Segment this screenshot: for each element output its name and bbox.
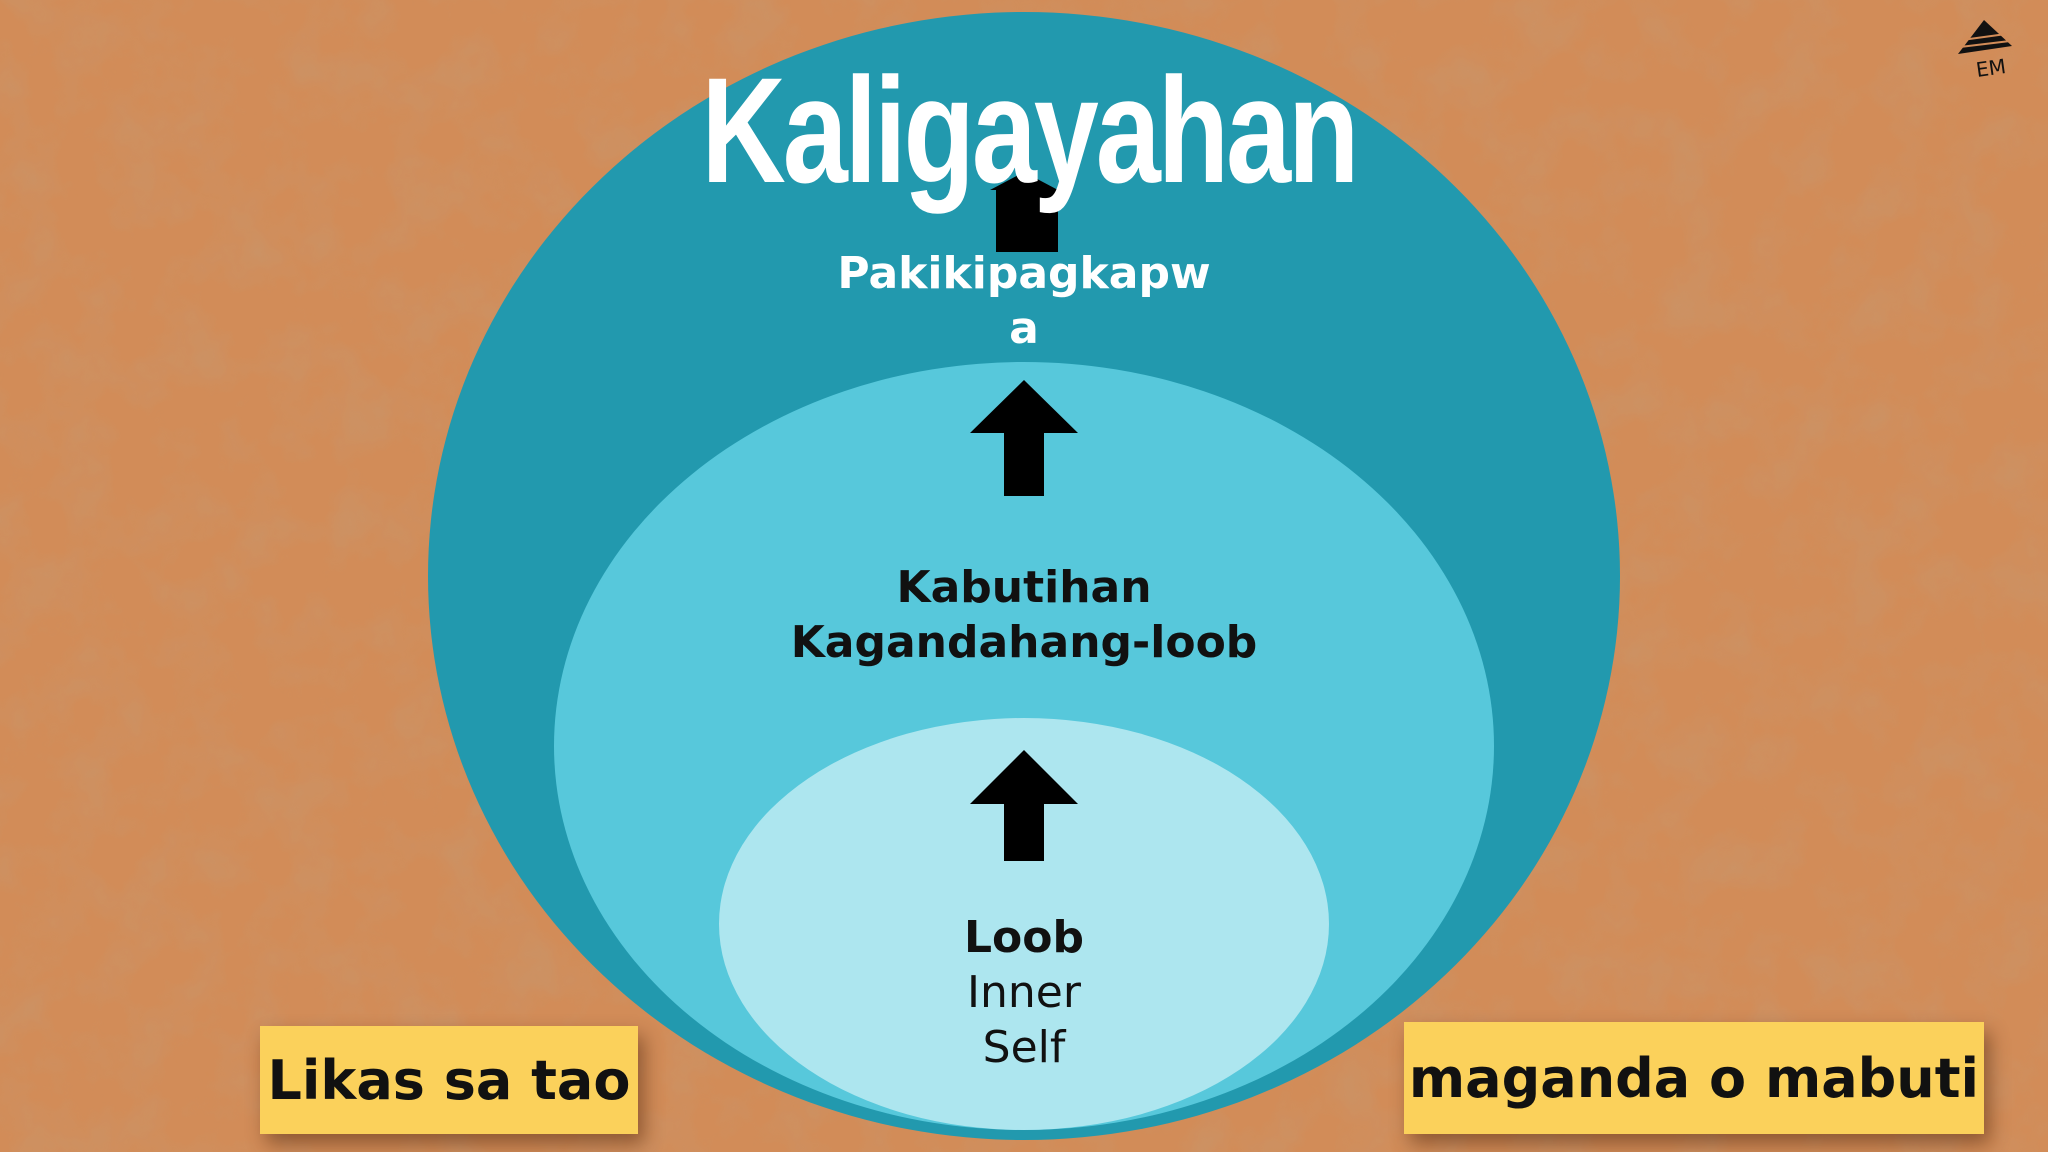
middle-circle-label: Kabutihan Kagandahang-loob — [724, 560, 1324, 670]
inner-circle-label: Loob Inner Self — [724, 910, 1324, 1075]
up-arrow-icon — [970, 380, 1078, 496]
outer-label-line-1: Pakikipagkapw — [837, 248, 1211, 299]
inner-circle-loob — [719, 718, 1329, 1130]
logo-text: EM — [1974, 54, 2008, 82]
inner-label-bold: Loob — [964, 912, 1084, 963]
note-likas-sa-tao: Likas sa tao — [260, 1026, 638, 1134]
inner-label-line-1: Inner — [967, 967, 1081, 1018]
middle-label-line-2: Kagandahang-loob — [790, 617, 1258, 668]
diagram-title: Kaligayahan — [701, 46, 1359, 214]
middle-label-line-1: Kabutihan — [896, 562, 1152, 613]
outer-circle-label: Pakikipagkapw a — [724, 246, 1324, 356]
inner-label-line-2: Self — [982, 1022, 1066, 1073]
note-maganda-o-mabuti: maganda o mabuti — [1404, 1022, 1984, 1134]
outer-label-line-2: a — [1009, 303, 1039, 354]
up-arrow-icon — [970, 750, 1078, 861]
up-arrow-icon — [990, 172, 1058, 252]
em-logo-icon — [1958, 20, 2012, 54]
